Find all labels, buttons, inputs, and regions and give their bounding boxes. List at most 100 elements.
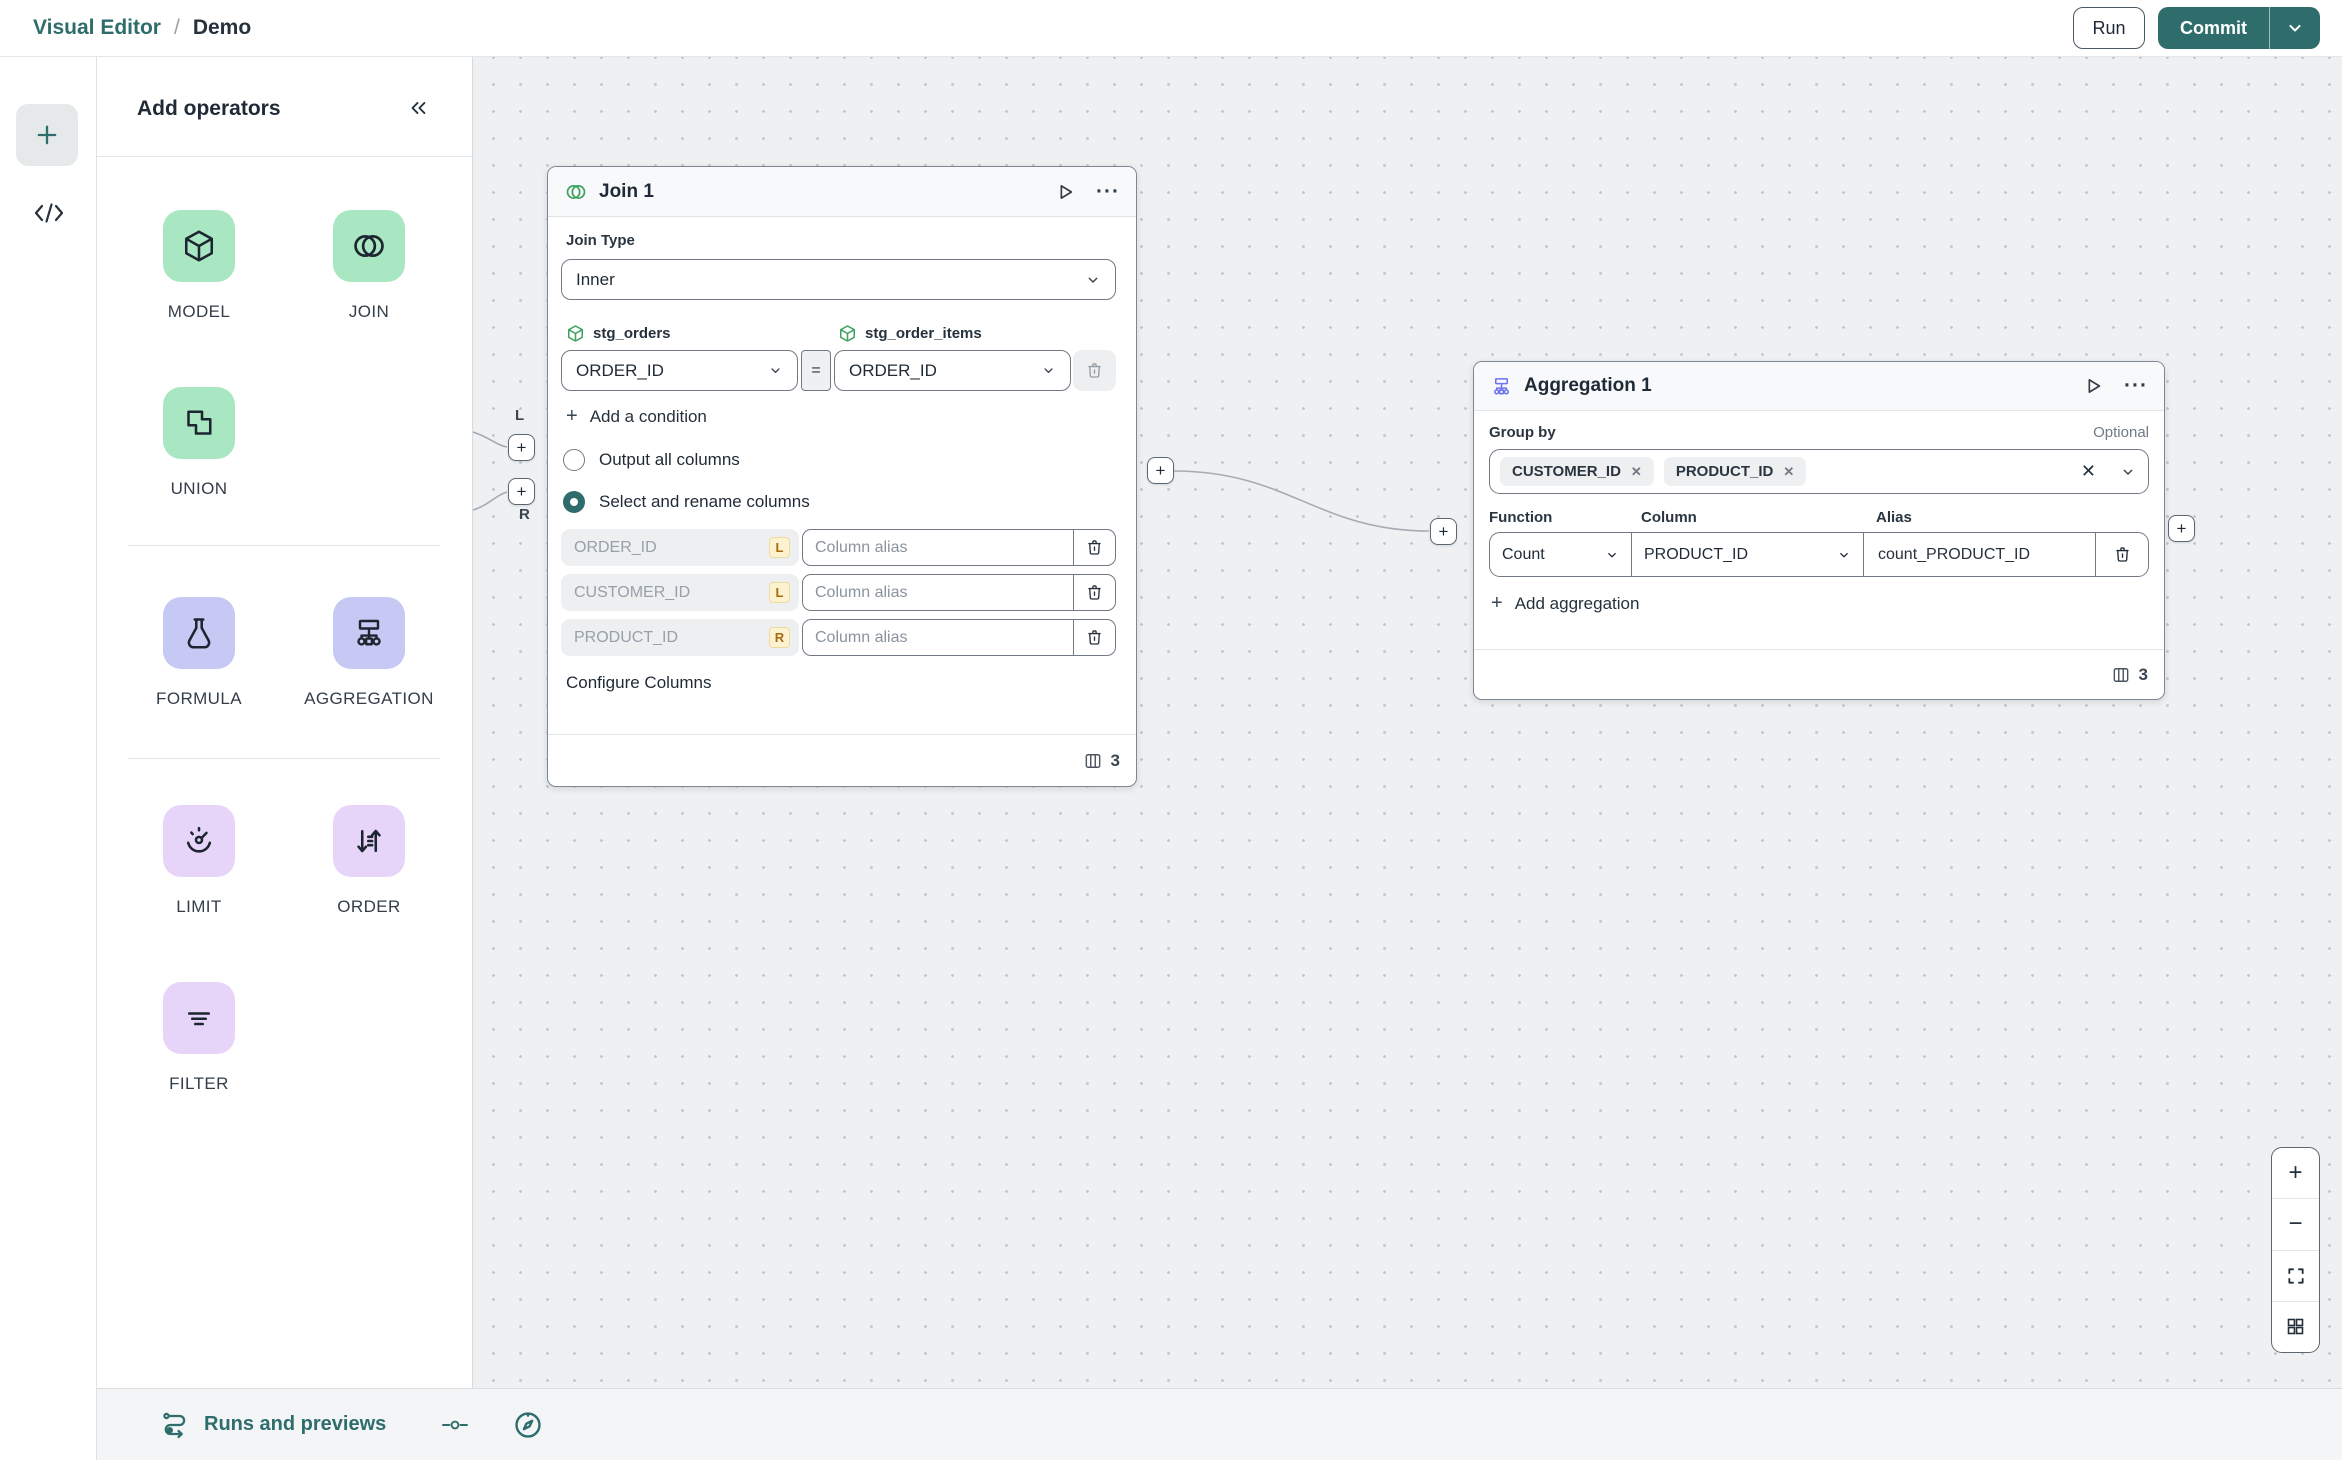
remove-tag-icon[interactable]: ✕: [1783, 463, 1795, 479]
join-icon: [564, 180, 588, 204]
node-menu-button[interactable]: ···: [2124, 374, 2148, 397]
side-badge: L: [769, 582, 790, 603]
run-button[interactable]: Run: [2073, 7, 2145, 49]
trash-icon: [2113, 545, 2132, 564]
run-node-button[interactable]: [2082, 375, 2104, 397]
commit-node-icon[interactable]: [438, 1413, 472, 1437]
operator-filter[interactable]: FILTER: [123, 982, 275, 1094]
chevron-down-icon: [1041, 363, 1056, 378]
column-alias-input[interactable]: [803, 575, 1073, 610]
grid-icon: [2285, 1316, 2306, 1337]
chevron-down-icon: [1837, 548, 1851, 562]
join-type-select[interactable]: Inner: [561, 259, 1116, 300]
function-select[interactable]: Count: [1490, 533, 1632, 576]
operator-model[interactable]: MODEL: [123, 210, 275, 322]
condition-left-column-select[interactable]: ORDER_ID: [561, 350, 798, 391]
operator-order[interactable]: ORDER: [293, 805, 445, 917]
aggregation-node-footer: 3: [1474, 649, 2164, 699]
zoom-in-button[interactable]: +: [2272, 1148, 2319, 1200]
canvas-controls: + −: [2271, 1147, 2320, 1353]
chevron-down-icon: [768, 363, 783, 378]
join-output-port[interactable]: +: [1147, 457, 1174, 484]
aggregation-node[interactable]: Aggregation 1 ··· Group by Optional: [1473, 361, 2165, 700]
operator-limit[interactable]: LIMIT: [123, 805, 275, 917]
column-pill: ORDER_ID L: [561, 529, 799, 566]
compass-icon[interactable]: [512, 1409, 544, 1441]
run-node-button[interactable]: [1054, 181, 1076, 203]
operators-panel: Add operators MODEL JOIN UNION: [97, 57, 473, 1388]
aggregation-output-port[interactable]: +: [2168, 515, 2195, 542]
operator-join[interactable]: JOIN: [293, 210, 445, 322]
formula-icon: [163, 597, 235, 669]
plus-icon: +: [566, 405, 578, 427]
function-header: Function: [1489, 509, 1553, 526]
join-type-value: Inner: [576, 269, 615, 289]
layout-grid-button[interactable]: [2272, 1302, 2319, 1352]
join-node[interactable]: Join 1 ··· Join Type Inner: [547, 166, 1137, 787]
delete-column-button[interactable]: [1073, 530, 1115, 565]
column-count: 3: [1110, 750, 1120, 770]
side-badge: R: [769, 627, 790, 648]
operator-label: MODEL: [167, 302, 231, 321]
bottom-bar: Runs and previews: [97, 1388, 2342, 1460]
aggregation-alias-input[interactable]: [1878, 545, 2081, 564]
select-rename-columns-radio[interactable]: Select and rename columns: [563, 486, 1116, 518]
top-header: Visual Editor / Demo Run Commit: [0, 0, 2342, 57]
operator-label: FILTER: [169, 1074, 229, 1093]
plus-icon: [33, 121, 61, 149]
join-node-title: Join 1: [599, 180, 654, 202]
group-by-label: Group by: [1489, 424, 1556, 441]
breadcrumb-app-link[interactable]: Visual Editor: [33, 16, 161, 39]
condition-right-column-select[interactable]: ORDER_ID: [834, 350, 1071, 391]
clear-all-tags-button[interactable]: ✕: [2080, 461, 2096, 481]
fit-view-button[interactable]: [2272, 1251, 2319, 1302]
play-icon: [2082, 375, 2104, 397]
join-icon: [333, 210, 405, 282]
output-all-columns-radio[interactable]: Output all columns: [563, 444, 1116, 476]
model-icon: [163, 210, 235, 282]
operator-label: ORDER: [337, 897, 401, 916]
delete-column-button[interactable]: [1073, 620, 1115, 655]
trash-icon: [1085, 538, 1104, 557]
columns-count-icon: [2111, 665, 2131, 685]
join-node-footer: 3: [548, 734, 1136, 786]
node-menu-button[interactable]: ···: [1096, 179, 1120, 203]
runs-and-previews-button[interactable]: Runs and previews: [204, 1413, 387, 1435]
join-left-input-port[interactable]: +: [508, 434, 535, 461]
operator-union[interactable]: UNION: [123, 387, 275, 499]
column-alias-input[interactable]: [803, 530, 1073, 565]
column-alias-input[interactable]: [803, 620, 1073, 655]
group-by-multiselect[interactable]: CUSTOMER_ID ✕ PRODUCT_ID ✕ ✕: [1489, 449, 2149, 494]
code-view-button[interactable]: [0, 191, 97, 235]
zoom-out-button[interactable]: −: [2272, 1199, 2319, 1251]
aggregation-input-port[interactable]: +: [1430, 518, 1457, 545]
pipeline-canvas[interactable]: Join 1 ··· Join Type Inner: [473, 57, 2342, 1388]
collapse-panel-button[interactable]: [406, 97, 430, 119]
plus-icon: +: [1491, 592, 1503, 614]
operator-group-divider: [128, 545, 440, 546]
delete-aggregation-button[interactable]: [2096, 533, 2148, 576]
add-condition-button[interactable]: + Add a condition: [566, 405, 707, 427]
delete-column-button[interactable]: [1073, 575, 1115, 610]
operator-aggregation[interactable]: AGGREGATION: [293, 597, 445, 709]
breadcrumb-separator: /: [173, 16, 180, 39]
column-count: 3: [2138, 664, 2148, 684]
commit-dropdown-button[interactable]: [2270, 7, 2320, 49]
trash-icon: [1085, 583, 1104, 602]
plus-icon: +: [2288, 1159, 2303, 1187]
operator-label: FORMULA: [156, 689, 242, 708]
column-select[interactable]: PRODUCT_ID: [1632, 533, 1864, 576]
delete-condition-button[interactable]: [1073, 350, 1116, 391]
left-rail: [0, 57, 97, 1460]
add-node-button[interactable]: [16, 104, 78, 166]
commit-button[interactable]: Commit: [2180, 17, 2247, 38]
minus-icon: −: [2288, 1210, 2303, 1238]
operator-formula[interactable]: FORMULA: [123, 597, 275, 709]
remove-tag-icon[interactable]: ✕: [1630, 463, 1642, 479]
column-row: ORDER_ID L: [561, 529, 1116, 566]
aggregation-icon: [1490, 375, 1513, 398]
configure-columns-link[interactable]: Configure Columns: [566, 673, 712, 692]
add-aggregation-button[interactable]: + Add aggregation: [1491, 592, 1640, 614]
operator-label: UNION: [170, 479, 228, 498]
join-right-input-port[interactable]: +: [508, 478, 535, 505]
